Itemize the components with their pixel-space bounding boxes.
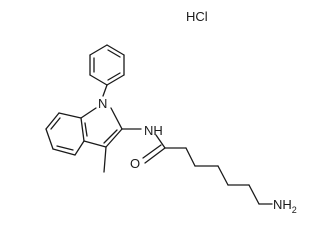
- carbonyl-double-bond: [142, 144, 166, 164]
- indole-n-label: N: [98, 96, 107, 111]
- phenyl-ring: [89, 44, 125, 86]
- amide-n-label: NH: [144, 123, 163, 138]
- alkyl-chain: [164, 147, 273, 205]
- bond-phenyl-n: [102, 84, 108, 97]
- amide-h-symbol: H: [153, 123, 162, 138]
- amide-n-symbol: N: [144, 123, 153, 138]
- amine-label: NH2: [273, 197, 297, 215]
- methyl-bond: [103, 146, 107, 173]
- pyrrole-ring: [80, 107, 123, 148]
- amine-nh-symbol: NH: [273, 197, 292, 212]
- amine-subscript: 2: [292, 205, 297, 215]
- bond-amide-n-carbonyl: [155, 134, 166, 149]
- carbonyl-o-label: O: [130, 156, 140, 171]
- salt-label: HCl: [186, 9, 208, 24]
- benzo-ring: [45, 112, 88, 156]
- chemical-structure-diagram: HCl: [45, 9, 297, 215]
